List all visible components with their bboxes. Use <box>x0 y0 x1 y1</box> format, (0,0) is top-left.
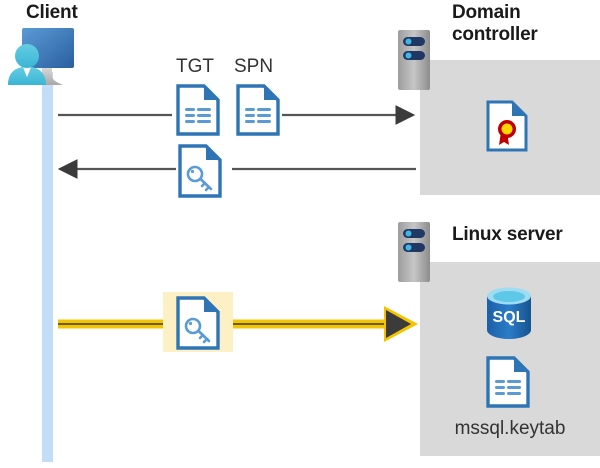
spn-label: SPN <box>234 56 274 77</box>
sql-label: SQL <box>493 309 526 326</box>
client-title: Client <box>26 2 78 23</box>
keytab-key-document-icon <box>176 296 220 355</box>
domain-controller-title-line1: Domain <box>452 2 521 23</box>
domain-controller-title: Domain controller <box>452 2 600 46</box>
message-3-arrow <box>58 306 418 342</box>
certificate-document-icon <box>486 100 528 157</box>
keytab-text-document-icon <box>486 356 530 413</box>
tgt-label: TGT <box>176 56 214 77</box>
linux-server-rack-icon <box>398 222 430 282</box>
domain-controller-rack-icon <box>398 30 430 90</box>
ticket-key-document-icon <box>178 144 222 203</box>
tgt-text-document-icon <box>176 84 220 141</box>
spn-text-document-icon <box>236 84 280 141</box>
sql-database-icon: SQL <box>484 286 534 349</box>
client-lifeline <box>42 72 53 462</box>
domain-controller-title-line2: controller <box>452 23 538 45</box>
keytab-filename-label: mssql.keytab <box>454 418 566 439</box>
linux-server-title: Linux server <box>452 224 563 245</box>
user-computer-icon <box>6 26 90 88</box>
